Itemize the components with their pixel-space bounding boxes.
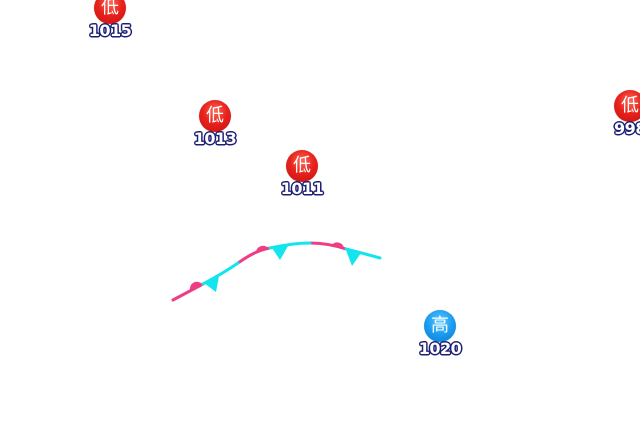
stationary-front[interactable] — [171, 241, 382, 302]
low-pressure-center[interactable]: 低 998 — [598, 90, 640, 140]
high-pressure-icon: 高 — [424, 310, 456, 342]
low-pressure-center[interactable]: 低 1011 — [270, 150, 334, 200]
low-pressure-icon: 低 — [286, 150, 318, 182]
warm-front-semicircle — [331, 242, 344, 248]
low-pressure-center[interactable]: 低 1013 — [183, 100, 247, 150]
cold-front-segment — [344, 247, 382, 260]
low-pressure-icon: 低 — [614, 90, 640, 122]
pressure-value: 1011 — [280, 179, 324, 198]
pressure-value: 1013 — [193, 129, 237, 148]
warm-front-semicircle — [256, 245, 268, 252]
cold-front-triangle — [346, 250, 361, 266]
cold-front-triangle — [272, 246, 288, 260]
low-pressure-icon: 低 — [94, 0, 126, 24]
cold-front-segment — [268, 241, 312, 250]
low-pressure-icon: 低 — [199, 100, 231, 132]
pressure-value: 1015 — [88, 21, 132, 40]
pressure-value: 1020 — [418, 339, 462, 358]
pressure-value: 998 — [614, 119, 640, 138]
warm-front-segment — [308, 241, 348, 251]
warm-front-segment — [171, 282, 205, 302]
high-pressure-center[interactable]: 高 1020 — [408, 310, 472, 360]
warm-front-semicircle — [189, 281, 202, 290]
cold-front-triangle — [204, 276, 219, 292]
warm-front-segment — [236, 246, 272, 265]
low-pressure-center[interactable]: 低 1015 — [78, 0, 142, 42]
cold-front-segment — [201, 261, 240, 286]
